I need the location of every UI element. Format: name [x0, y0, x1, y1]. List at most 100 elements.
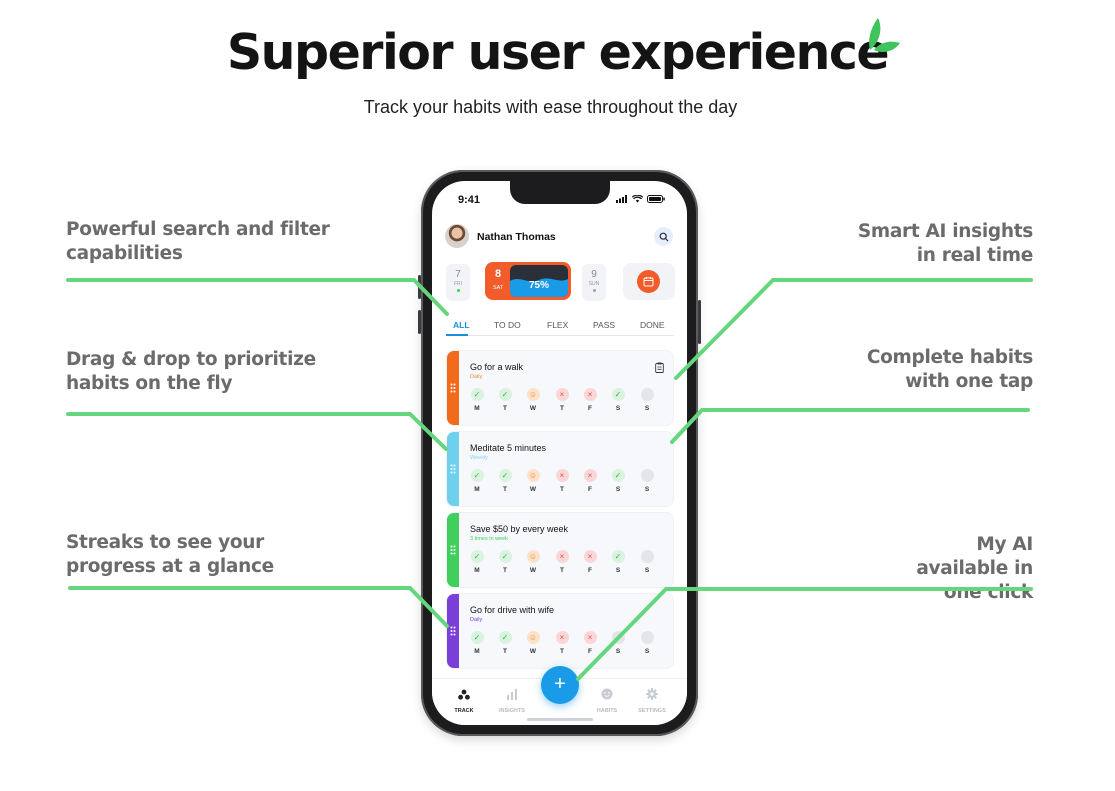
habit-day-toggle[interactable]: ×T	[554, 469, 570, 493]
gear-icon	[646, 688, 658, 700]
drag-handle-icon[interactable]	[450, 464, 456, 474]
nav-settings[interactable]: SETTINGS	[632, 687, 672, 714]
drag-handle-icon[interactable]	[450, 383, 456, 393]
habit-day-toggle[interactable]: ✓S	[610, 388, 626, 412]
habit-day-toggle[interactable]: ×F	[582, 631, 598, 655]
tab-done[interactable]: DONE	[640, 320, 665, 330]
calendar-badge	[637, 270, 660, 293]
habit-day-toggle[interactable]: ✓S	[610, 469, 626, 493]
nav-habits[interactable]: HABITS	[587, 687, 627, 714]
status-skip-icon: ☺	[526, 469, 540, 482]
search-button[interactable]	[654, 227, 673, 246]
weekday-letter: S	[615, 567, 621, 574]
nav-track[interactable]: TRACK	[444, 687, 484, 714]
habit-day-toggle[interactable]: ✓M	[469, 469, 485, 493]
status-done-icon: ✓	[498, 631, 512, 644]
day-friday[interactable]: 7 FRI	[446, 264, 470, 301]
weekday-letter: S	[644, 486, 650, 493]
day-sunday[interactable]: 9 SUN	[582, 264, 606, 301]
weekday-letter: M	[474, 405, 480, 412]
habit-day-toggle[interactable]: ×T	[554, 631, 570, 655]
weekday-letter: T	[560, 405, 564, 412]
habit-day-toggle[interactable]: ×T	[554, 550, 570, 574]
habit-accent-bar	[447, 351, 459, 425]
habit-day-toggle[interactable]: ✓M	[469, 631, 485, 655]
weekday-letter: S	[615, 648, 621, 655]
weekday-letter: S	[615, 405, 621, 412]
day-weekday: FRI	[453, 281, 463, 287]
tab-all[interactable]: ALL	[453, 320, 470, 330]
habit-day-toggle[interactable]: ×F	[582, 469, 598, 493]
status-skip-icon: ☺	[526, 550, 540, 563]
habit-day-toggle[interactable]: ✓T	[497, 388, 513, 412]
habit-day-toggle[interactable]: ✓T	[497, 550, 513, 574]
habit-day-toggle[interactable]: ☺W	[525, 550, 541, 574]
status-none-icon	[611, 631, 625, 644]
track-icon	[458, 689, 470, 700]
avatar[interactable]	[445, 224, 469, 248]
tab-divider	[446, 335, 674, 336]
status-done-icon: ✓	[498, 388, 512, 401]
habit-day-toggle[interactable]: ×F	[582, 550, 598, 574]
wifi-icon	[632, 195, 643, 203]
smiley-icon	[601, 688, 613, 700]
habit-day-toggle[interactable]: ✓M	[469, 388, 485, 412]
habit-day-toggle[interactable]: S	[639, 550, 655, 574]
status-icons	[616, 195, 665, 203]
tab-pass[interactable]: PASS	[593, 320, 616, 330]
status-skip-icon: ☺	[526, 388, 540, 401]
habit-day-toggle[interactable]: ✓T	[497, 631, 513, 655]
habit-day-toggle[interactable]: ☺W	[525, 469, 541, 493]
habit-day-toggle[interactable]: S	[610, 631, 626, 655]
habit-day-toggle[interactable]: S	[639, 388, 655, 412]
weekday-letter: T	[503, 567, 507, 574]
calendar-button[interactable]	[623, 263, 675, 300]
tab-flex[interactable]: FLEX	[547, 320, 569, 330]
habit-day-toggle[interactable]: ✓T	[497, 469, 513, 493]
status-done-icon: ✓	[611, 469, 625, 482]
habit-day-toggle[interactable]: ×F	[582, 388, 598, 412]
status-none-icon	[640, 388, 654, 401]
drag-handle-icon[interactable]	[450, 545, 456, 555]
home-indicator	[527, 718, 593, 721]
status-time: 9:41	[458, 194, 481, 206]
habit-day-toggle[interactable]: S	[639, 631, 655, 655]
habit-title: Go for drive with wife	[470, 605, 555, 615]
tab-to-do[interactable]: TO DO	[494, 320, 521, 330]
connector-streaks	[68, 586, 449, 628]
nav-label: TRACK	[454, 708, 474, 714]
connector-drag-drop	[66, 412, 448, 451]
callout-complete-habits: Complete habits with one tap	[866, 347, 1033, 392]
status-done-icon: ✓	[611, 550, 625, 563]
habit-day-toggle[interactable]: ☺W	[525, 388, 541, 412]
habit-frequency: 3 times in week	[470, 536, 508, 542]
weekday-letter: T	[503, 648, 507, 655]
volume-up-button	[418, 275, 421, 299]
add-habit-button[interactable]: +	[541, 666, 579, 704]
weekday-letter: S	[644, 648, 650, 655]
habit-day-toggle[interactable]: ✓S	[610, 550, 626, 574]
weekday-letter: W	[529, 405, 537, 412]
clipboard-icon[interactable]	[655, 362, 664, 373]
day-progress-percent: 75%	[528, 280, 549, 291]
habit-day-toggle[interactable]: ×T	[554, 388, 570, 412]
day-saturday-selected[interactable]: 8 SAT 75%	[485, 262, 571, 300]
user-name: Nathan Thomas	[477, 231, 556, 243]
status-miss-icon: ×	[555, 388, 569, 401]
habit-day-toggle[interactable]: ☺W	[525, 631, 541, 655]
app-screen: 9:41 Nathan Thomas	[432, 181, 687, 725]
habit-day-toggle[interactable]: S	[639, 469, 655, 493]
habit-frequency: Weekly	[470, 455, 488, 461]
habit-accent-bar	[447, 594, 459, 668]
weekday-letter: W	[529, 486, 537, 493]
nav-insights[interactable]: INSIGHTS	[492, 687, 532, 714]
weekday-letter: S	[644, 567, 650, 574]
status-miss-icon: ×	[555, 550, 569, 563]
phone-notch	[510, 181, 610, 204]
habit-day-toggle[interactable]: ✓M	[469, 550, 485, 574]
drag-handle-icon[interactable]	[450, 626, 456, 636]
